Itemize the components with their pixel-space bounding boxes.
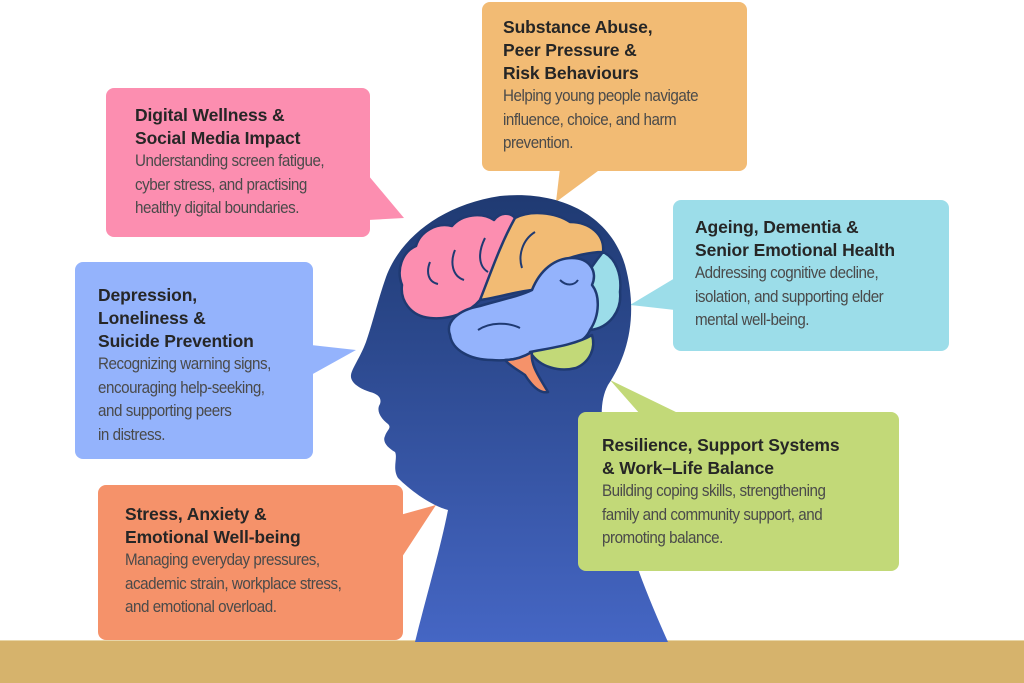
topic-title: Depression, Loneliness & Suicide Prevent… bbox=[98, 284, 313, 353]
desc-line: Managing everyday pressures, bbox=[125, 551, 320, 569]
title-line: & Work–Life Balance bbox=[602, 458, 774, 478]
topic-description: Helping young people navigate influence,… bbox=[503, 85, 727, 156]
topic-description: Understanding screen fatigue, cyber stre… bbox=[135, 150, 351, 221]
tail-depression bbox=[311, 345, 356, 375]
desc-line: academic strain, workplace stress, bbox=[125, 574, 342, 593]
title-line: Risk Behaviours bbox=[503, 63, 639, 83]
title-line: Peer Pressure & bbox=[503, 40, 637, 60]
desc-line: cyber stress, and practising bbox=[135, 175, 307, 194]
desc-line: in distress. bbox=[98, 425, 166, 444]
desc-line: Understanding screen fatigue, bbox=[135, 152, 325, 170]
title-line: Digital Wellness & bbox=[135, 105, 285, 125]
title-line: Ageing, Dementia & bbox=[695, 217, 859, 237]
title-line: Emotional Well-being bbox=[125, 527, 301, 547]
title-line: Social Media Impact bbox=[135, 128, 301, 148]
tail-substance bbox=[556, 168, 602, 202]
topic-title: Digital Wellness & Social Media Impact bbox=[135, 104, 370, 150]
desc-line: Recognizing warning signs, bbox=[98, 355, 271, 373]
title-line: Resilience, Support Systems bbox=[602, 435, 840, 455]
title-line: Suicide Prevention bbox=[98, 331, 254, 351]
desc-line: Helping young people navigate bbox=[503, 87, 699, 105]
desc-line: family and community support, and bbox=[602, 505, 823, 524]
tail-resilience bbox=[610, 380, 680, 414]
desc-line: prevention. bbox=[503, 134, 574, 152]
topic-title: Ageing, Dementia & Senior Emotional Heal… bbox=[695, 216, 949, 262]
floor bbox=[0, 640, 1024, 683]
brain-fold-lines bbox=[427, 231, 579, 331]
topic-description: Building coping skills, strengthening fa… bbox=[602, 480, 875, 551]
topic-card-digital-wellness: Digital Wellness & Social Media Impact U… bbox=[106, 88, 370, 237]
desc-line: encouraging help-seeking, bbox=[98, 378, 265, 397]
title-line: Senior Emotional Health bbox=[695, 240, 895, 260]
title-line: Substance Abuse, bbox=[503, 17, 653, 37]
desc-line: isolation, and supporting elder bbox=[695, 287, 884, 306]
tail-ageing bbox=[630, 278, 675, 310]
brain-stem bbox=[503, 350, 550, 394]
topic-title: Resilience, Support Systems & Work–Life … bbox=[602, 434, 899, 480]
topic-card-resilience: Resilience, Support Systems & Work–Life … bbox=[578, 412, 899, 571]
topic-description: Addressing cognitive decline, isolation,… bbox=[695, 262, 929, 333]
tail-stress bbox=[400, 505, 436, 560]
topic-title: Substance Abuse, Peer Pressure & Risk Be… bbox=[503, 16, 747, 85]
desc-line: and supporting peers bbox=[98, 402, 232, 420]
topic-title: Stress, Anxiety & Emotional Well-being bbox=[125, 503, 403, 549]
brain-illustration bbox=[398, 211, 622, 394]
title-line: Depression, bbox=[98, 285, 198, 305]
title-line: Loneliness & bbox=[98, 308, 206, 328]
desc-line: influence, choice, and harm bbox=[503, 110, 677, 129]
topic-description: Recognizing warning signs, encouraging h… bbox=[98, 353, 296, 447]
brain-cerebellum bbox=[528, 333, 595, 371]
topic-description: Managing everyday pressures, academic st… bbox=[125, 549, 381, 620]
topic-card-substance-abuse: Substance Abuse, Peer Pressure & Risk Be… bbox=[482, 2, 747, 171]
title-line: Stress, Anxiety & bbox=[125, 504, 267, 524]
desc-line: mental well-being. bbox=[695, 311, 810, 329]
topic-card-stress-anxiety: Stress, Anxiety & Emotional Well-being M… bbox=[98, 485, 403, 640]
desc-line: Addressing cognitive decline, bbox=[695, 264, 879, 282]
topic-card-ageing-dementia: Ageing, Dementia & Senior Emotional Heal… bbox=[673, 200, 949, 351]
desc-line: Building coping skills, strengthening bbox=[602, 482, 826, 500]
desc-line: promoting balance. bbox=[602, 529, 723, 547]
tail-digital bbox=[368, 175, 404, 220]
topic-card-depression: Depression, Loneliness & Suicide Prevent… bbox=[75, 262, 313, 459]
desc-line: healthy digital boundaries. bbox=[135, 199, 299, 217]
desc-line: and emotional overload. bbox=[125, 598, 277, 616]
